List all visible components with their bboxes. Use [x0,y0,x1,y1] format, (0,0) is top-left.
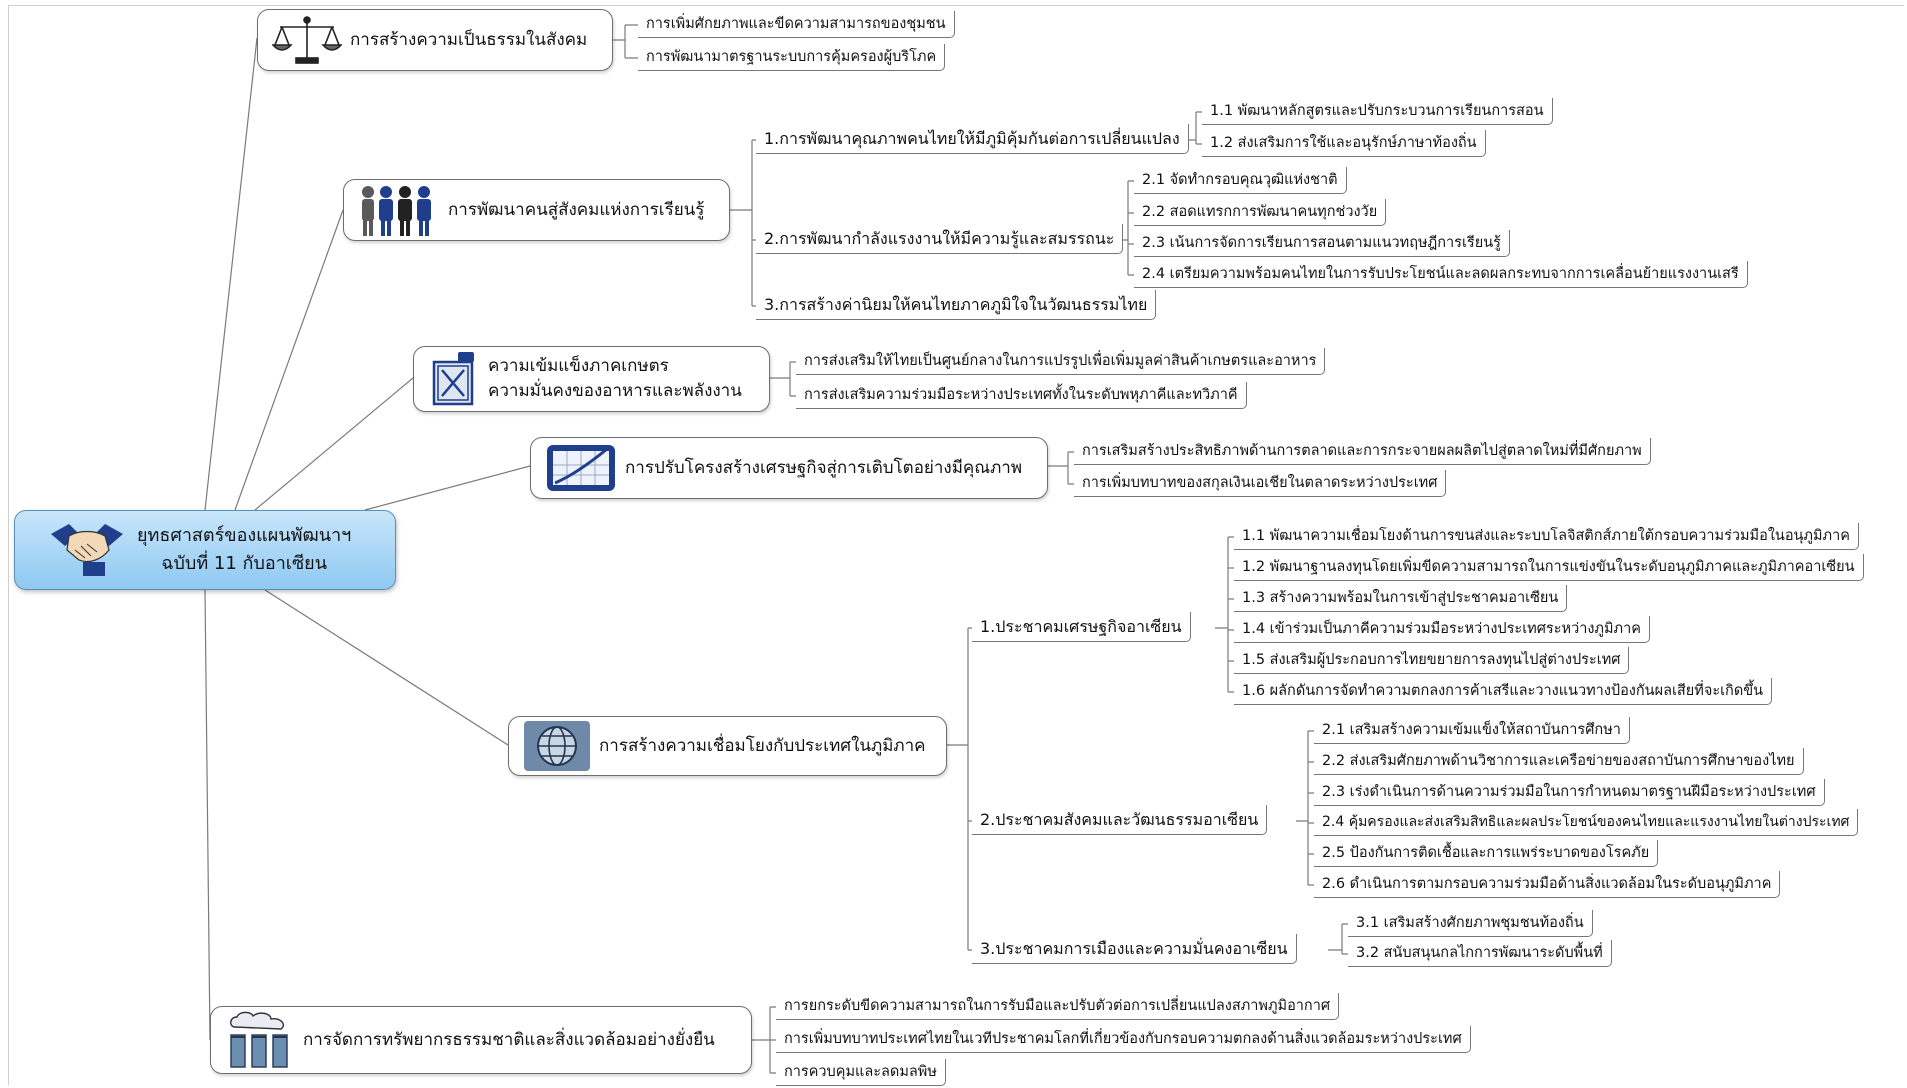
topic-justice[interactable]: การสร้างความเป็นธรรมในสังคม [257,9,613,71]
learning-sub-1[interactable]: 1.การพัฒนาคุณภาพคนไทยให้มีภูมิคุ้มกันต่อ… [756,124,1189,154]
env-leaf-1[interactable]: การยกระดับขีดความสามารถในการรับมือและปรั… [776,993,1340,1020]
connect-sub1-leaf-6[interactable]: 1.6 ผลักดันการจัดทำความตกลงการค้าเสรีและ… [1234,678,1773,705]
topic-env-label: การจัดการทรัพยากรธรรมชาติและสิ่งแวดล้อมอ… [303,1029,715,1050]
learning-sub2-leaf-3[interactable]: 2.3 เน้นการจัดการเรียนการสอนตามแนวทฤษฎีก… [1134,230,1510,257]
connect-sub3-leaf-1[interactable]: 3.1 เสริมสร้างศักยภาพชุมชนท้องถิ่น [1348,910,1593,937]
globe-icon [523,720,591,772]
connect-sub1-leaf-1[interactable]: 1.1 พัฒนาความเชื่อมโยงด้านการขนส่งและระบ… [1234,523,1859,550]
connect-sub-1[interactable]: 1.ประชาคมเศรษฐกิจอาเซียน [972,612,1191,642]
connect-sub2-leaf-6[interactable]: 2.6 ดำเนินการตามกรอบความร่วมมือด้านสิ่งแ… [1314,871,1781,898]
connect-sub-3[interactable]: 3.ประชาคมการเมืองและความมั่นคงอาเซียน [972,934,1297,964]
env-leaf-3[interactable]: การควบคุมและลดมลพิษ [776,1059,946,1086]
scales-icon [272,15,342,65]
topic-connect[interactable]: การสร้างความเชื่อมโยงกับประเทศในภูมิภาค [508,716,947,776]
connect-sub2-leaf-1[interactable]: 2.1 เสริมสร้างความเข้มแข็งให้สถาบันการศึ… [1314,717,1630,744]
connect-sub1-leaf-3[interactable]: 1.3 สร้างความพร้อมในการเข้าสู่ประชาคมอาเ… [1234,585,1568,612]
connect-sub1-leaf-2[interactable]: 1.2 พัฒนาฐานลงทุนโดยเพิ่มขีดความสามารถใน… [1234,554,1864,581]
learning-sub1-leaf-1[interactable]: 1.1 พัฒนาหลักสูตรและปรับกระบวนการเรียนกา… [1202,98,1553,125]
connect-sub2-leaf-4[interactable]: 2.4 คุ้มครองและส่งเสริมสิทธิและผลประโยชน… [1314,809,1859,836]
agri-leaf-1[interactable]: การส่งเสริมให้ไทยเป็นศูนย์กลางในการแปรรู… [796,348,1326,375]
connect-sub-2[interactable]: 2.ประชาคมสังคมและวัฒนธรรมอาเซียน [972,805,1268,835]
connect-sub1-leaf-5[interactable]: 1.5 ส่งเสริมผู้ประกอบการไทยขยายการลงทุนไ… [1234,647,1630,674]
topic-connect-label: การสร้างความเชื่อมโยงกับประเทศในภูมิภาค [599,735,926,756]
economy-leaf-2[interactable]: การเพิ่มบทบาทของสกุลเงินเอเชียในตลาดระหว… [1074,470,1447,497]
people-icon [358,182,440,238]
root-topic[interactable]: ยุทธศาสตร์ของแผนพัฒนาฯ ฉบับที่ 11 กับอาเ… [14,510,396,590]
handshake-icon [45,516,129,584]
root-topic-label: ยุทธศาสตร์ของแผนพัฒนาฯ ฉบับที่ 11 กับอาเ… [137,522,351,578]
learning-sub2-leaf-1[interactable]: 2.1 จัดทำกรอบคุณวุฒิแห่งชาติ [1134,167,1347,194]
chart-icon [545,443,617,493]
fuel-can-icon [428,350,480,408]
topic-learning-label: การพัฒนาคนสู่สังคมแห่งการเรียนรู้ [448,199,705,220]
justice-leaf-2[interactable]: การพัฒนามาตรฐานระบบการคุ้มครองผู้บริโภค [638,44,946,71]
topic-agri[interactable]: ความเข้มแข็งภาคเกษตร ความมั่นคงของอาหารแ… [413,346,770,412]
factory-icon [225,1011,295,1069]
connect-sub1-leaf-4[interactable]: 1.4 เข้าร่วมเป็นภาคีความร่วมมือระหว่างปร… [1234,616,1650,643]
topic-learning[interactable]: การพัฒนาคนสู่สังคมแห่งการเรียนรู้ [343,179,730,241]
economy-leaf-1[interactable]: การเสริมสร้างประสิทธิภาพด้านการตลาดและกา… [1074,438,1651,465]
learning-sub1-leaf-2[interactable]: 1.2 ส่งเสริมการใช้และอนุรักษ์ภาษาท้องถิ่… [1202,130,1486,157]
agri-leaf-2[interactable]: การส่งเสริมความร่วมมือระหว่างประเทศทั้งใ… [796,382,1247,409]
canvas-frame [8,5,1904,1085]
justice-leaf-1[interactable]: การเพิ่มศักยภาพและขีดความสามารถของชุมชน [638,11,955,38]
topic-economy[interactable]: การปรับโครงสร้างเศรษฐกิจสู่การเติบโตอย่า… [530,437,1048,499]
topic-agri-line-2: ความมั่นคงของอาหารและพลังงาน [488,381,742,401]
env-leaf-2[interactable]: การเพิ่มบทบาทประเทศไทยในเวทีประชาคมโลกที… [776,1026,1471,1053]
learning-sub-3[interactable]: 3.การสร้างค่านิยมให้คนไทยภาคภูมิใจในวัฒน… [756,290,1157,320]
topic-agri-label: ความเข้มแข็งภาคเกษตร ความมั่นคงของอาหารแ… [488,354,742,404]
root-line-2: ฉบับที่ 11 กับอาเซียน [161,553,328,574]
learning-sub-2[interactable]: 2.การพัฒนากำลังแรงงานให้มีความรู้และสมรร… [756,224,1124,254]
connect-sub2-leaf-5[interactable]: 2.5 ป้องกันการติดเชื้อและการแพร่ระบาดของ… [1314,840,1659,867]
topic-economy-label: การปรับโครงสร้างเศรษฐกิจสู่การเติบโตอย่า… [625,457,1023,478]
connect-sub3-leaf-2[interactable]: 3.2 สนับสนุนกลไกการพัฒนาระดับพื้นที่ [1348,940,1612,967]
topic-agri-line-1: ความเข้มแข็งภาคเกษตร [488,356,669,376]
topic-justice-label: การสร้างความเป็นธรรมในสังคม [350,29,588,50]
root-line-1: ยุทธศาสตร์ของแผนพัฒนาฯ [137,525,352,546]
learning-sub2-leaf-4[interactable]: 2.4 เตรียมความพร้อมคนไทยในการรับประโยชน์… [1134,261,1748,288]
connect-sub2-leaf-2[interactable]: 2.2 ส่งเสริมศักยภาพด้านวิชาการและเครือข่… [1314,748,1804,775]
topic-env[interactable]: การจัดการทรัพยากรธรรมชาติและสิ่งแวดล้อมอ… [210,1006,752,1074]
connect-sub2-leaf-3[interactable]: 2.3 เร่งดำเนินการด้านความร่วมมือในการกำห… [1314,779,1825,806]
learning-sub2-leaf-2[interactable]: 2.2 สอดแทรกการพัฒนาคนทุกช่วงวัย [1134,199,1387,226]
